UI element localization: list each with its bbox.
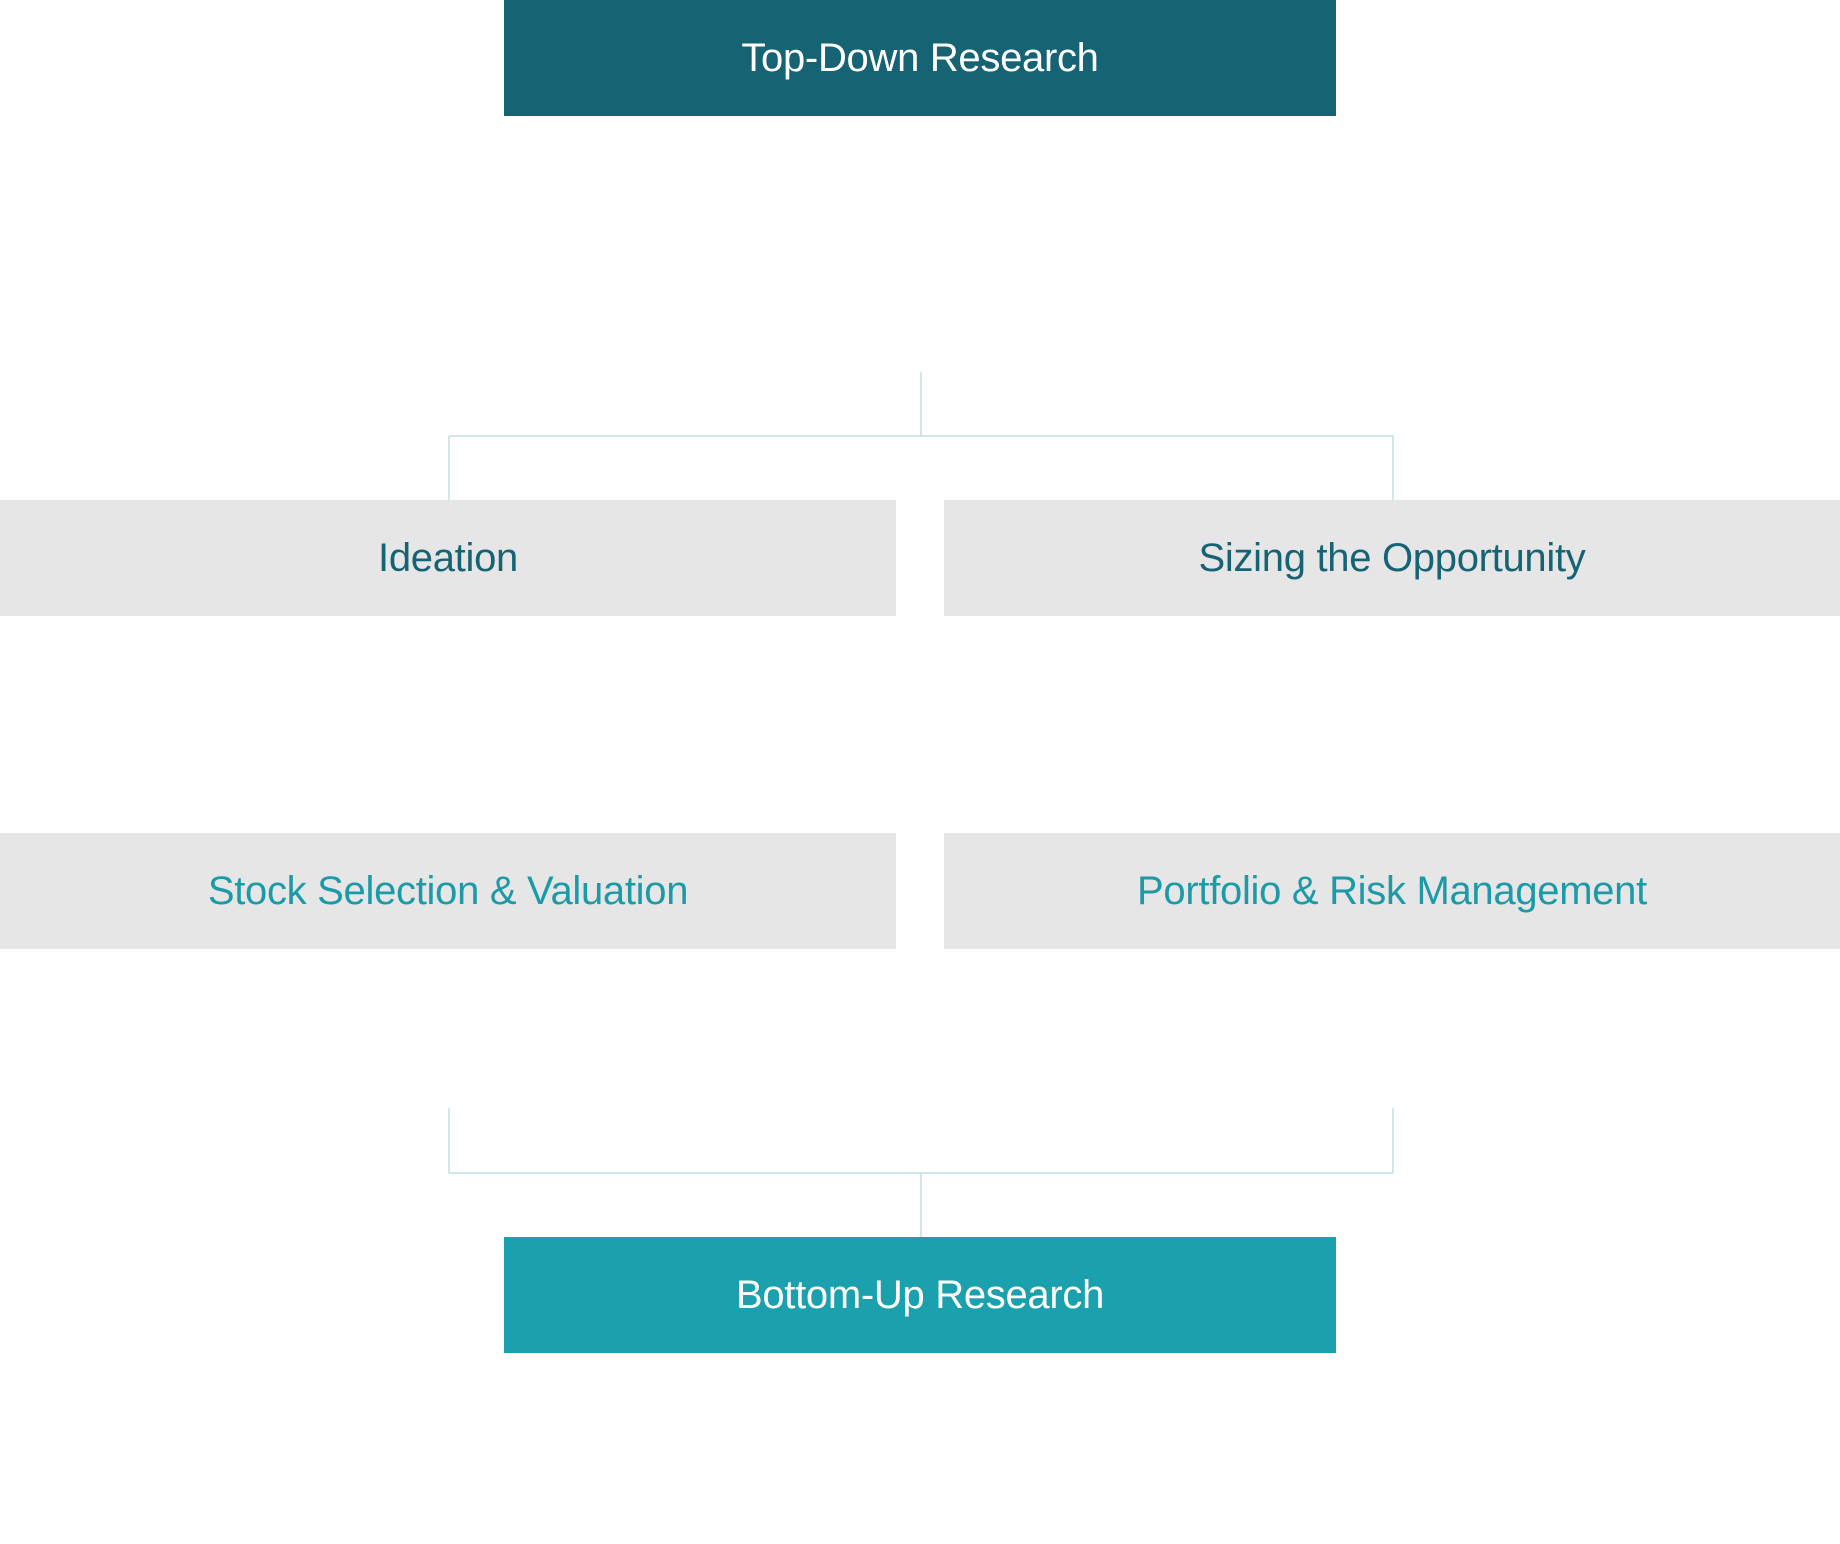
stock-selection-label: Stock Selection & Valuation [207, 868, 689, 913]
sizing-opportunity-label: Sizing the Opportunity [1198, 535, 1586, 580]
top-down-research-box: Top-Down Research [504, 0, 1336, 116]
portfolio-risk-box: Portfolio & Risk Management [944, 833, 1840, 949]
ideation-box: Ideation [0, 500, 896, 616]
bottom-up-research-box: Bottom-Up Research [504, 1237, 1336, 1353]
sizing-opportunity-box: Sizing the Opportunity [944, 500, 1840, 616]
bottom-up-research-label: Bottom-Up Research [735, 1272, 1105, 1317]
stock-selection-box: Stock Selection & Valuation [0, 833, 896, 949]
top-down-research-label: Top-Down Research [741, 35, 1099, 80]
ideation-label: Ideation [378, 535, 518, 580]
portfolio-risk-label: Portfolio & Risk Management [1137, 868, 1647, 913]
